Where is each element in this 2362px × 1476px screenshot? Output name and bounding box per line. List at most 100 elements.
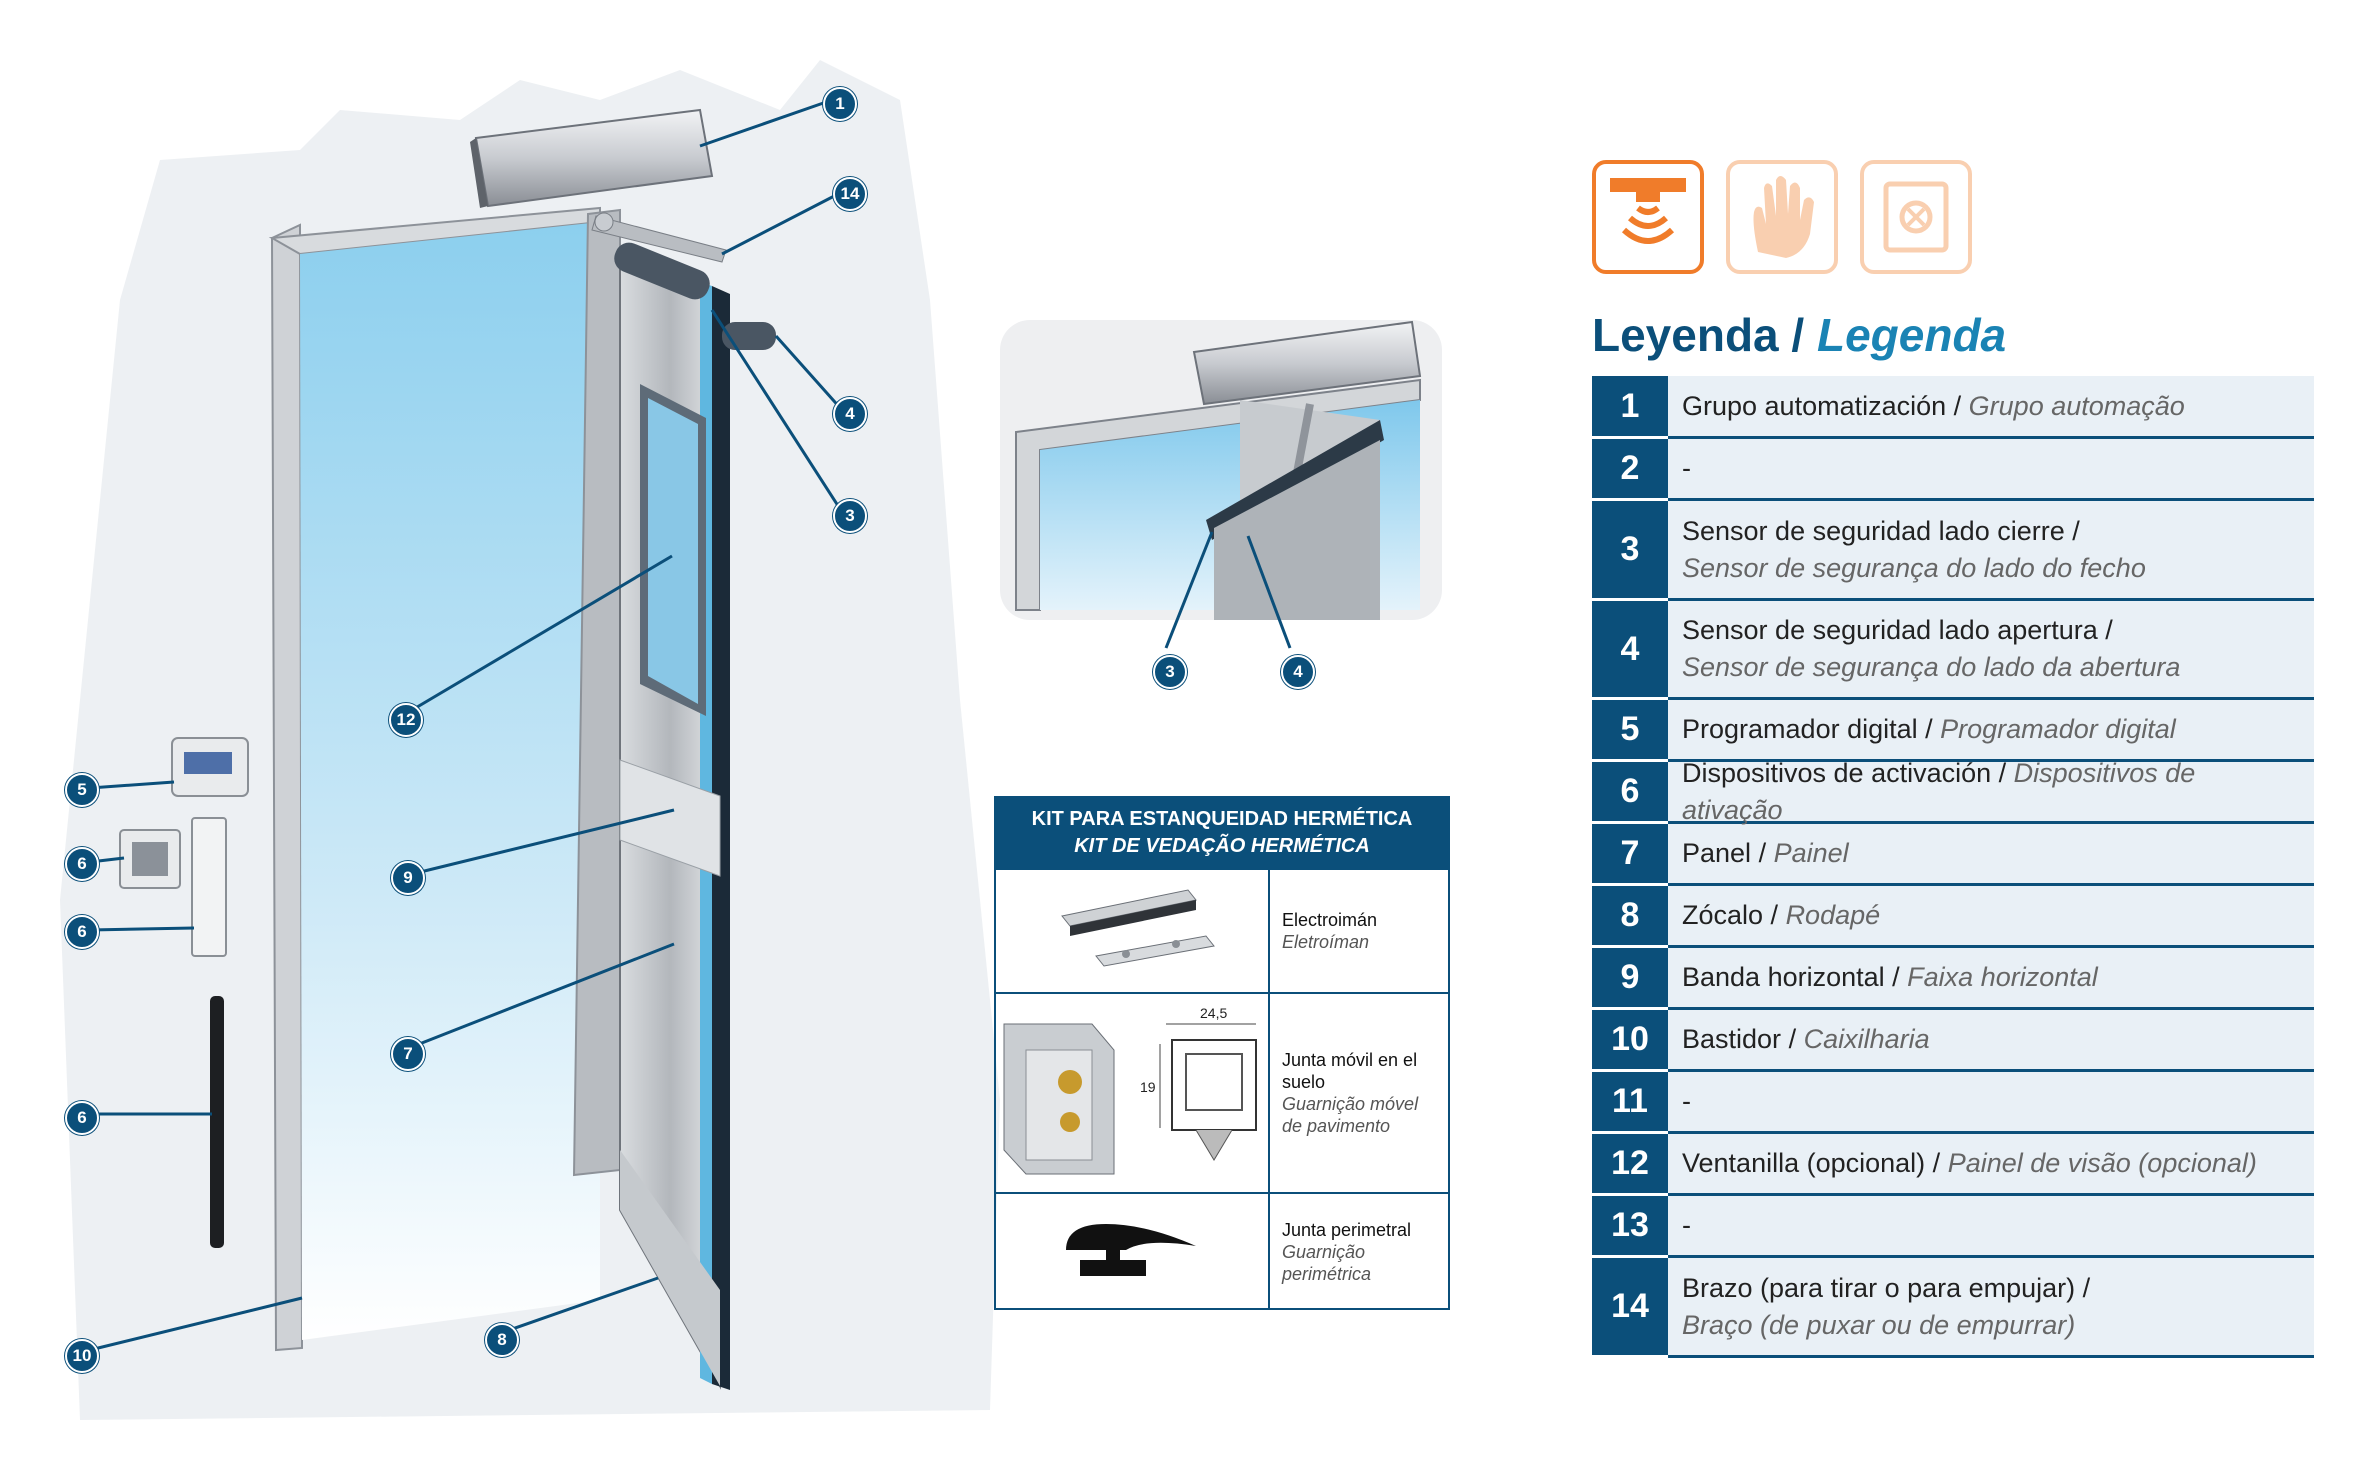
legend-title-es: Leyenda	[1592, 309, 1779, 361]
legend-number: 7	[1592, 824, 1668, 886]
legend-text-es: -	[1682, 1086, 1691, 1116]
kit-item-3-es: Junta perimetral	[1282, 1220, 1412, 1240]
legend-text-es: Sensor de seguridad lado apertura	[1682, 615, 2098, 645]
legend-row-11: 11-	[1592, 1072, 2314, 1134]
callout-3: 3	[833, 499, 867, 533]
legend-text-pt: Sensor de segurança do lado da abertura	[1682, 652, 2181, 682]
callout-6a: 6	[65, 847, 99, 881]
legend-line: Banda horizontal / Faixa horizontal	[1682, 959, 2098, 996]
legend-text: -	[1668, 439, 1705, 498]
legend-title: Leyenda / Legenda	[1592, 308, 2006, 362]
legend-number: 4	[1592, 601, 1668, 700]
legend-text: Grupo automatización / Grupo automação	[1668, 376, 2199, 436]
legend-separator: /	[2097, 615, 2113, 645]
callout-8: 8	[485, 1323, 519, 1357]
legend-number: 12	[1592, 1134, 1668, 1196]
legend-line-2: Braço (de puxar ou de empurrar)	[1682, 1307, 2090, 1344]
legend-text-es: Brazo (para tirar o para empujar)	[1682, 1272, 2076, 1303]
legend-separator: /	[2075, 1272, 2091, 1303]
legend-number: 5	[1592, 700, 1668, 762]
dim-height-label: 19	[1140, 1079, 1156, 1095]
legend-number: 11	[1592, 1072, 1668, 1134]
perimeter-seal-image	[996, 1194, 1270, 1310]
callout-1: 1	[823, 87, 857, 121]
legend-number: 2	[1592, 439, 1668, 501]
legend-text: Zócalo / Rodapé	[1668, 886, 1894, 945]
legend-text-pt: Grupo automação	[1968, 390, 2185, 421]
legend-text: Dispositivos de activación / Dispositivo…	[1668, 758, 2314, 825]
legend-number: 9	[1592, 948, 1668, 1010]
legend-text: Programador digital / Programador digita…	[1668, 700, 2190, 759]
operator-unit	[474, 108, 714, 208]
manual-push-icon	[1726, 160, 1838, 274]
legend-separator: /	[1781, 1024, 1804, 1054]
legend-text: Panel / Painel	[1668, 824, 1863, 883]
legend-text-es: Programador digital	[1682, 714, 1918, 744]
callout-14: 14	[833, 177, 867, 211]
legend-line: Grupo automatización / Grupo automação	[1682, 388, 2185, 425]
legend-line: -	[1682, 1083, 1691, 1120]
kit-item-1-pt: Eletroíman	[1282, 932, 1370, 952]
legend-row-7: 7 Panel / Painel	[1592, 824, 2314, 886]
legend-text-es: Dispositivos de activación	[1682, 757, 1992, 788]
callout-4: 4	[833, 397, 867, 431]
legend-text-pt: Sensor de segurança do lado do fecho	[1682, 552, 2146, 583]
legend-text-pt: Rodapé	[1785, 900, 1881, 930]
legend-text-pt: Caixilharia	[1803, 1024, 1930, 1054]
callout-7: 7	[391, 1037, 425, 1071]
legend-text: Sensor de seguridad lado apertura / Senso…	[1668, 601, 2194, 697]
legend-number: 10	[1592, 1010, 1668, 1072]
kit-row-perimeter-seal: Junta perimetral Guarnição perimétrica	[996, 1192, 1448, 1310]
activation-panel-device	[191, 817, 227, 957]
sensor-bar-opening	[722, 322, 776, 350]
legend-text-pt: Painel de visão (opcional)	[1947, 1148, 2257, 1178]
legend-text-pt: Painel	[1773, 838, 1849, 868]
kit-item-3-pt: Guarnição perimétrica	[1282, 1242, 1372, 1284]
legend-title-pt: Legenda	[1816, 309, 2007, 361]
legend-text-es: Bastidor	[1682, 1024, 1782, 1054]
legend-separator: /	[1946, 390, 1969, 421]
legend-text-es: Banda horizontal	[1682, 962, 1885, 992]
legend-text: Banda horizontal / Faixa horizontal	[1668, 948, 2112, 1007]
legend-text-es: Panel	[1682, 838, 1752, 868]
legend-separator: /	[1763, 900, 1786, 930]
sensor-bar-closing	[614, 242, 710, 300]
kit-row-electromagnet: Electroimán Eletroíman	[996, 868, 1448, 992]
legend-text-pt: Dispositivos de ativação	[1682, 757, 2196, 825]
legend-number: 13	[1592, 1196, 1668, 1258]
legend-row-13: 13-	[1592, 1196, 2314, 1258]
callout-6b: 6	[65, 915, 99, 949]
legend-line-2: Sensor de segurança do lado da abertura	[1682, 649, 2180, 686]
legend-text-es: -	[1682, 1210, 1691, 1240]
legend-text-pt: Braço (de puxar ou de empurrar)	[1682, 1309, 2076, 1340]
legend-line: Panel / Painel	[1682, 835, 1849, 872]
legend-row-10: 10 Bastidor / Caixilharia	[1592, 1010, 2314, 1072]
legend-text: Bastidor / Caixilharia	[1668, 1010, 1944, 1069]
legend-text-es: -	[1682, 453, 1691, 483]
door-edge-seal	[712, 286, 730, 1390]
dim-width-label: 24,5	[1200, 1005, 1227, 1021]
operator-arm	[591, 215, 727, 263]
legend-number: 8	[1592, 886, 1668, 948]
floor-seal-image: 24,5 19	[996, 994, 1270, 1192]
kit-item-2-es: Junta móvil en el suelo	[1282, 1050, 1418, 1092]
legend-line-1: Brazo (para tirar o para empujar) /	[1682, 1270, 2090, 1307]
detail-callout-3: 3	[1153, 655, 1187, 689]
legend-number: 14	[1592, 1258, 1668, 1358]
legend-row-5: 5 Programador digital / Programador digit…	[1592, 700, 2314, 762]
legend-number: 3	[1592, 501, 1668, 601]
legend-text: Sensor de seguridad lado cierre /Sensor …	[1668, 501, 2160, 598]
door-opening-sky	[300, 222, 600, 1340]
legend-text-es: Grupo automatización	[1682, 390, 1947, 421]
legend-line: Bastidor / Caixilharia	[1682, 1021, 1930, 1058]
callout-12: 12	[389, 703, 423, 737]
safe-lock-icon	[1860, 160, 1972, 274]
legend-line: Programador digital / Programador digita…	[1682, 711, 2176, 748]
legend-text: -	[1668, 1072, 1705, 1131]
kit-row-floor-seal: 24,5 19 Junta móvil en el suelo Guarniçã…	[996, 992, 1448, 1192]
legend-row-9: 9 Banda horizontal / Faixa horizontal	[1592, 948, 2314, 1010]
door-window-glass	[648, 398, 698, 704]
